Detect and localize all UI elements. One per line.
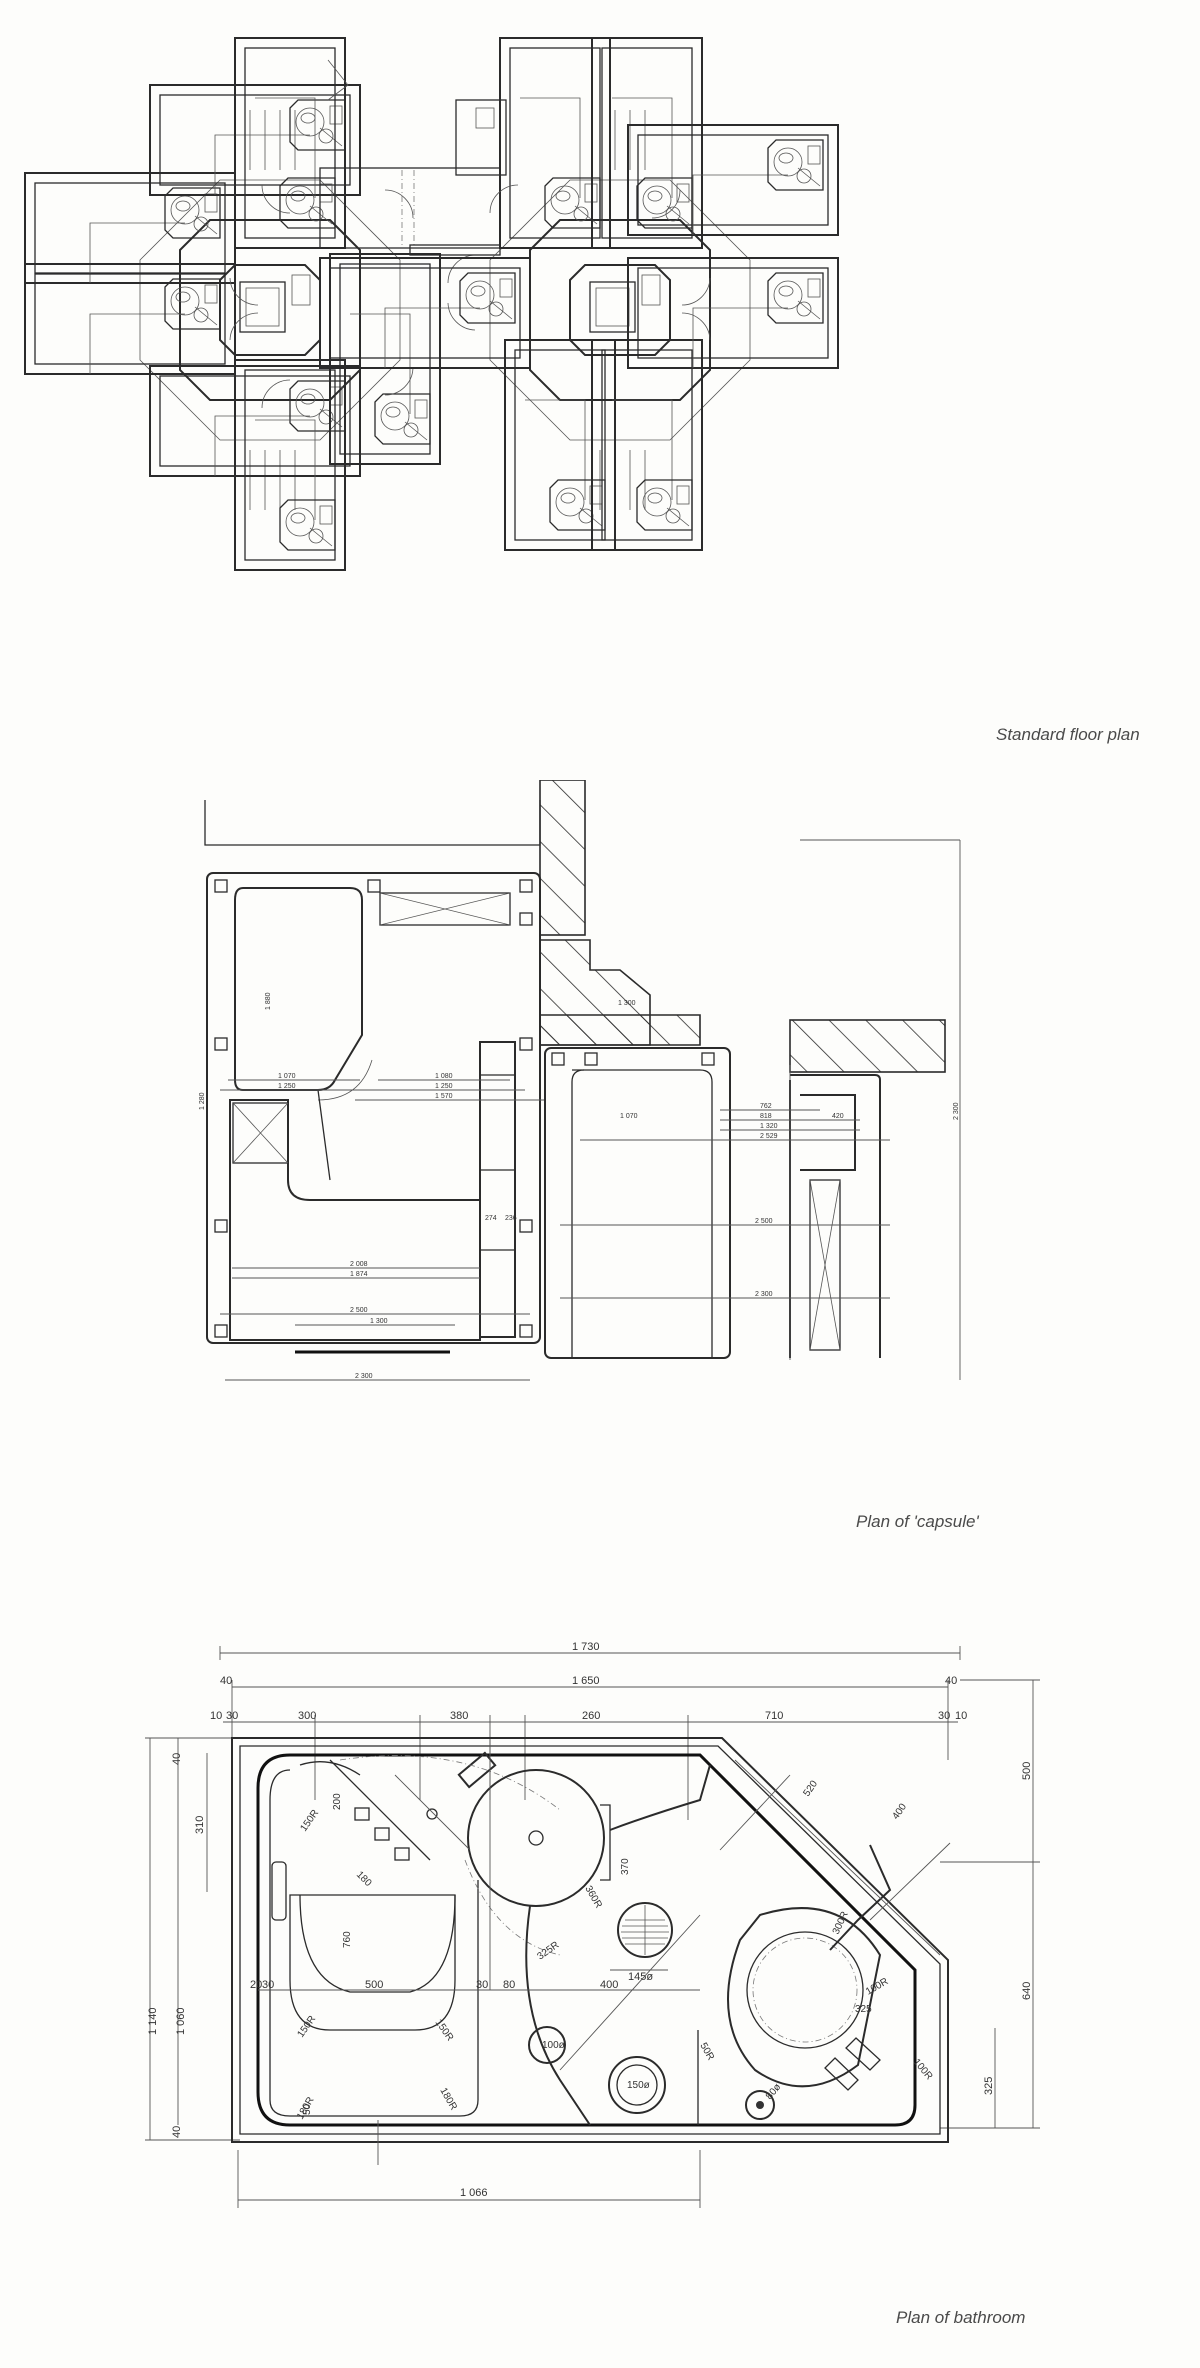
dim-label: 180 bbox=[354, 1869, 374, 1889]
dim-inner-width: 1 650 bbox=[572, 1675, 600, 1687]
right-cluster bbox=[320, 38, 838, 550]
dim-label: 150R bbox=[295, 2014, 318, 2040]
dim-label: 150R bbox=[433, 2017, 456, 2043]
dim-label: 1 874 bbox=[350, 1271, 368, 1278]
dim-label: 370 bbox=[620, 1858, 631, 1875]
dim-label: 380 bbox=[450, 1710, 468, 1722]
bathroom-plan: 1 730 1 650 40 40 10 30 300 380 260 710 … bbox=[0, 1560, 1200, 2368]
dim-label: 260 bbox=[582, 1710, 600, 1722]
dim-label: 1 070 bbox=[278, 1073, 296, 1080]
dim-label: 2 500 bbox=[350, 1307, 368, 1314]
dim-label: 818 bbox=[760, 1113, 772, 1120]
dim-label: 420 bbox=[832, 1113, 844, 1120]
bathroom-plan-drawing: 1 730 1 650 40 40 10 30 300 380 260 710 … bbox=[145, 1641, 1040, 2208]
dim-label: 2 300 bbox=[355, 1373, 373, 1380]
dim-label: 710 bbox=[765, 1710, 783, 1722]
floor-plan-drawing bbox=[0, 0, 1200, 780]
dim-label: 2 529 bbox=[760, 1133, 778, 1140]
dim-label: 150R bbox=[298, 1808, 321, 1834]
dim-label: 1 320 bbox=[760, 1123, 778, 1130]
dim-label: 236 bbox=[505, 1215, 517, 1222]
dim-label: 1 080 bbox=[435, 1073, 453, 1080]
dim-label: 2 300 bbox=[755, 1291, 773, 1298]
dim-label: 30 bbox=[476, 1979, 488, 1991]
dim-label: 500 bbox=[365, 1979, 383, 1991]
floor-drain: 145ø bbox=[610, 1902, 673, 1983]
dim-label: 325R bbox=[535, 1940, 561, 1963]
dim-label: 50R bbox=[697, 2041, 716, 2062]
figure-caption-bathroom: Plan of bathroom bbox=[896, 2308, 1026, 2327]
dim-overall-height: 1 140 bbox=[147, 2007, 159, 2035]
dim-label: 80ø bbox=[764, 2082, 784, 2102]
dim-label: 400 bbox=[890, 1801, 909, 1821]
dim-label: 200 bbox=[332, 1793, 343, 1810]
bathtub bbox=[269, 1761, 479, 2117]
bathroom-outer-shell bbox=[231, 1737, 949, 2143]
dim-label: 1 280 bbox=[199, 1092, 206, 1110]
dim-label: 360R bbox=[582, 1884, 603, 1910]
connecting-bridge bbox=[319, 99, 507, 256]
dim-label: 40 bbox=[945, 1675, 957, 1687]
dim-label: 1 570 bbox=[435, 1093, 453, 1100]
dim-tub-height: 760 bbox=[342, 1931, 353, 1948]
dim-label: 500 bbox=[1021, 1762, 1033, 1780]
dim-label: 40 bbox=[171, 2126, 183, 2138]
standard-floor-plan: Standard floor plan bbox=[0, 0, 1200, 780]
capsule-plan-drawing: 1 070 1 250 1 080 1 250 1 570 2 008 1 87… bbox=[199, 780, 961, 1381]
dim-label: 2 300 bbox=[953, 1102, 960, 1120]
dim-label: 1 300 bbox=[618, 1000, 636, 1007]
small-fixture bbox=[528, 2026, 566, 2064]
dim-label: 100R bbox=[864, 1976, 890, 1997]
dim-label: 150ø bbox=[627, 2080, 650, 2091]
dim-label: 400 bbox=[600, 1979, 618, 1991]
dim-label: 310 bbox=[194, 1816, 206, 1834]
dim-label: 1 250 bbox=[435, 1083, 453, 1090]
dim-label: 2 008 bbox=[350, 1261, 368, 1268]
dim-label: 30 bbox=[262, 1979, 274, 1991]
dim-label: 30 bbox=[226, 1710, 238, 1722]
wash-basin bbox=[464, 1764, 711, 1956]
dim-label: 762 bbox=[760, 1103, 772, 1110]
grab-handle bbox=[271, 1861, 287, 1921]
dim-label: 20 bbox=[250, 1979, 262, 1991]
dim-label: 10 bbox=[955, 1710, 967, 1722]
dim-label: 100ø bbox=[542, 2040, 565, 2051]
dim-label: 2 500 bbox=[755, 1218, 773, 1225]
dim-label: 80 bbox=[503, 1979, 515, 1991]
dim-label: 640 bbox=[1021, 1982, 1033, 2000]
dim-label: 1 300 bbox=[370, 1318, 388, 1325]
dim-label: 40 bbox=[171, 1753, 183, 1765]
dim-label: 50 bbox=[302, 2103, 313, 2115]
dim-label: 10 bbox=[210, 1710, 222, 1722]
dim-label: 1 070 bbox=[620, 1113, 638, 1120]
bathroom-floor-outline bbox=[256, 1753, 917, 2127]
left-cluster bbox=[25, 38, 476, 570]
dim-label: 325 bbox=[983, 2077, 995, 2095]
dim-inner-height: 1 060 bbox=[175, 2007, 187, 2035]
faucet-cluster bbox=[329, 1751, 497, 1861]
dim-label: 300 bbox=[298, 1710, 316, 1722]
dim-label: 1 880 bbox=[265, 992, 272, 1010]
figure-caption-floor-plan: Standard floor plan bbox=[996, 725, 1140, 744]
dim-label: 274 bbox=[485, 1215, 497, 1222]
dim-label: 325 bbox=[855, 2004, 872, 2015]
toilet bbox=[727, 1844, 892, 2091]
dim-label: 520 bbox=[801, 1778, 820, 1798]
dim-label: 180R bbox=[437, 2086, 458, 2112]
dim-bottom-width: 1 066 bbox=[460, 2187, 488, 2199]
floor-drain-small bbox=[745, 2090, 775, 2120]
dim-label: 30 bbox=[938, 1710, 950, 1722]
round-fixture bbox=[608, 2056, 666, 2114]
dim-overall-width: 1 730 bbox=[572, 1641, 600, 1653]
figure-caption-capsule: Plan of 'capsule' bbox=[856, 1512, 979, 1531]
capsule-plan: 1 070 1 250 1 080 1 250 1 570 2 008 1 87… bbox=[0, 780, 1200, 1560]
dim-label: 1 250 bbox=[278, 1083, 296, 1090]
dim-label: 40 bbox=[220, 1675, 232, 1687]
